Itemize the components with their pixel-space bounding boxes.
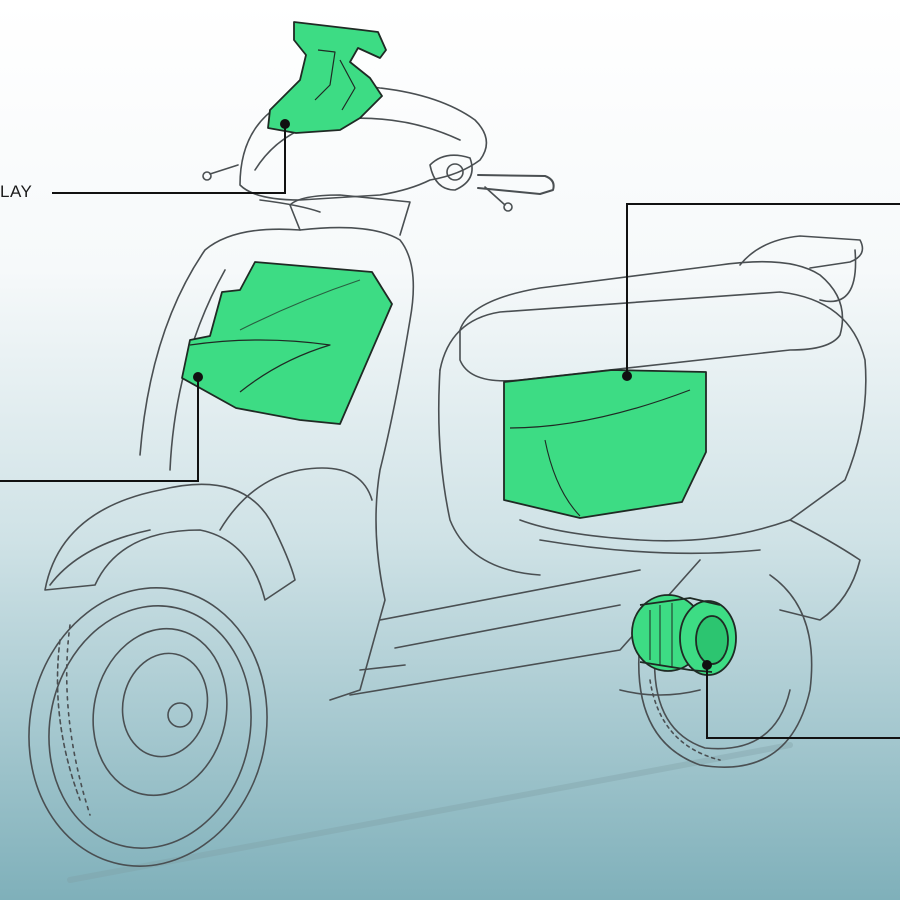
seat-battery-highlight bbox=[503, 369, 707, 519]
display-callout-label: LAY bbox=[0, 182, 33, 201]
hub-motor-highlight bbox=[631, 594, 737, 676]
seat-battery-callout-line bbox=[626, 203, 900, 376]
seat bbox=[459, 235, 864, 382]
rear-wheel bbox=[638, 574, 813, 768]
seat-battery-callout-dot bbox=[622, 371, 632, 381]
display-unit-highlight bbox=[267, 21, 387, 134]
motor-callout-line bbox=[706, 665, 900, 739]
display-callout-line bbox=[52, 124, 286, 194]
front-battery-highlight bbox=[181, 261, 393, 425]
motor-callout-dot bbox=[702, 660, 712, 670]
front-battery-callout-dot bbox=[193, 372, 203, 382]
front-wheel bbox=[28, 587, 268, 867]
front-battery-callout-line bbox=[0, 377, 199, 482]
display-callout-dot bbox=[280, 119, 290, 129]
